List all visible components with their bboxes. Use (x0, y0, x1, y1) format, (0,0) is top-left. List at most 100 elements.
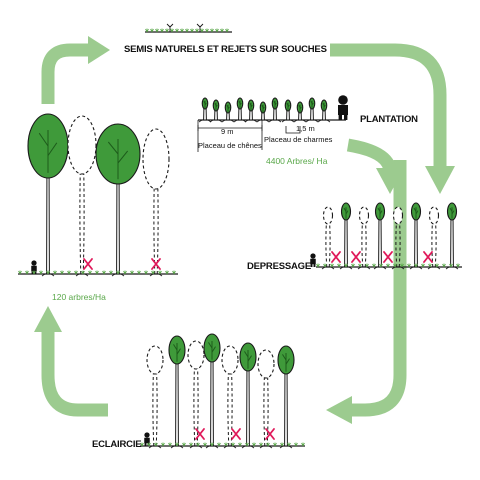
tree-icon (168, 335, 186, 449)
cycle-arrow-icon (350, 160, 407, 417)
grass-tuft (175, 28, 179, 33)
dashed-tree-icon (321, 206, 335, 270)
cycle-arrow-icon (41, 43, 90, 104)
grass-tuft (102, 270, 106, 275)
stage-label-eclaircie: ECLAIRCIE (92, 439, 142, 450)
grass-tuft (428, 263, 432, 268)
tree-icon (27, 113, 69, 277)
cut-cross-icon (195, 428, 205, 440)
cut-cross-icon (83, 258, 93, 270)
grass-tuft (344, 263, 348, 268)
dashed-tree-icon (67, 115, 97, 277)
cut-cross-icon (151, 258, 161, 270)
grass-tuft (220, 28, 224, 33)
cycle-arrow-icon (376, 168, 404, 194)
grass-tuft (25, 270, 29, 275)
grass-tuft (182, 442, 186, 447)
grass-tuft (123, 270, 127, 275)
cut-cross-icon (265, 428, 275, 440)
grass-tuft (196, 442, 200, 447)
placeau-charmes-label: Placeau de charmes (264, 135, 333, 144)
grass-tuft (205, 28, 209, 33)
tree-icon (256, 101, 270, 123)
grass-tuft (200, 28, 204, 33)
grass-tuft (225, 28, 229, 33)
tree-icon (209, 99, 223, 123)
grass-tuft (154, 442, 158, 447)
dashed-tree-icon (221, 345, 239, 449)
cut-cross-icon (331, 251, 341, 263)
grass-tuft (32, 270, 36, 275)
trees (27, 23, 459, 449)
seedling-icon (166, 23, 174, 32)
grass-tuft (145, 28, 149, 33)
grass-tuft (259, 442, 263, 447)
grass-tuft (301, 442, 305, 447)
dashed-tree-icon (146, 345, 164, 449)
grass-tuft (95, 270, 99, 275)
grass-tuft (81, 270, 85, 275)
grass-tuft (266, 442, 270, 447)
cycle-arrows (41, 43, 447, 417)
dashed-tree-icon (142, 128, 170, 277)
grass-tuft (60, 270, 64, 275)
cycle-arrow-icon (34, 306, 62, 332)
grass-tuft (158, 270, 162, 275)
grass-tuft (109, 270, 113, 275)
grass-tuft (358, 263, 362, 268)
grass-tuft (280, 442, 284, 447)
tree-icon (445, 202, 459, 270)
grass-tuft (224, 442, 228, 447)
tree-icon (373, 202, 387, 270)
grass-tuft (238, 442, 242, 447)
grass-tuft (151, 270, 155, 275)
arrow-heads (34, 36, 455, 424)
grass-tuft (165, 28, 169, 33)
grass-tuft (170, 28, 174, 33)
grass-tuft (165, 270, 169, 275)
cycle-arrow-icon (326, 396, 352, 424)
grass-tuft (39, 270, 43, 275)
dashed-tree-icon (427, 206, 441, 270)
grass-tuft (203, 442, 207, 447)
cut-cross-icon (231, 428, 241, 440)
tree-icon (203, 333, 221, 449)
stage-label-plantation: PLANTATION (360, 114, 418, 125)
grass-tuft (456, 263, 460, 268)
tree-icon (239, 342, 257, 449)
grass-tuft (195, 28, 199, 33)
grass-tuft (442, 263, 446, 268)
cycle-arrow-icon (346, 138, 397, 173)
dimension-lines (197, 120, 301, 152)
grass-tuft (365, 263, 369, 268)
grass-tuft (190, 28, 194, 33)
grass-tuft (189, 442, 193, 447)
stage-label-depressage: DEPRESSAGE (247, 261, 311, 272)
final-density-label: 120 arbres/Ha (52, 292, 106, 302)
grass-tuft (210, 28, 214, 33)
tree-icon (277, 345, 295, 449)
cut-cross-icon (383, 251, 393, 263)
grass-tuft (46, 270, 50, 275)
grass-tuft (414, 263, 418, 268)
tree-icon (281, 99, 295, 123)
grass-tuft (18, 270, 22, 275)
grass-tuft (180, 28, 184, 33)
grass-tuft (294, 442, 298, 447)
grass-tuft (210, 442, 214, 447)
grass-tuft (215, 28, 219, 33)
grass-tuft (231, 442, 235, 447)
grass-tuft (155, 28, 159, 33)
grass-tuft (168, 442, 172, 447)
dashed-tree-icon (187, 340, 205, 449)
cycle-arrow-icon (330, 43, 447, 168)
spacing-row-label: 9 m (221, 127, 234, 136)
grass-tuft (140, 442, 144, 447)
grass-tuft (330, 263, 334, 268)
tree-icon (305, 97, 319, 123)
cycle-arrow-icon (41, 330, 108, 417)
grass-tuft (400, 263, 404, 268)
grass-tuft (379, 263, 383, 268)
tree-icon (293, 101, 307, 123)
cut-marks (83, 251, 433, 440)
